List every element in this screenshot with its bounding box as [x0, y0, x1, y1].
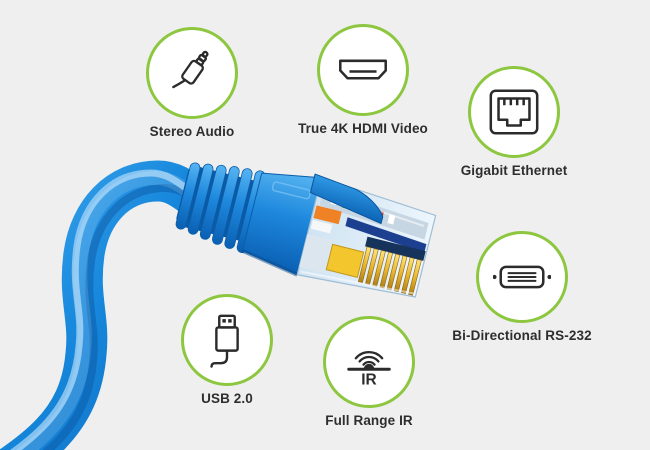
feature-rs232: Bi-Directional RS-232	[422, 231, 622, 343]
feature-hdmi-video: True 4K HDMI Video	[263, 24, 463, 136]
feature-usb: USB 2.0	[127, 294, 327, 406]
connector-latch-hood	[309, 173, 384, 225]
cable-curve	[0, 160, 215, 450]
usb-plug-icon	[210, 314, 239, 368]
feature-label-stereo-audio: Stereo Audio	[149, 124, 235, 139]
ethernet-port-icon	[489, 89, 539, 135]
hdmi-port-icon	[339, 59, 387, 80]
feature-full-range-ir: IR Full Range IR	[269, 316, 469, 428]
connector-boot	[175, 162, 322, 277]
audio-jack-icon	[172, 50, 209, 89]
feature-label-usb: USB 2.0	[201, 391, 253, 406]
feature-stereo-audio: Stereo Audio	[92, 27, 292, 139]
feature-circle-gigabit-ethernet	[468, 66, 560, 158]
rj45-connector-head	[296, 173, 437, 298]
feature-label-rs232: Bi-Directional RS-232	[452, 328, 592, 343]
ir-signal-icon: IR	[347, 351, 391, 389]
feature-circle-stereo-audio	[146, 27, 238, 119]
feature-circle-hdmi-video	[317, 24, 409, 116]
feature-circle-usb	[181, 294, 273, 386]
feature-circle-rs232	[476, 231, 568, 323]
feature-circle-full-range-ir: IR	[323, 316, 415, 408]
rs232-port-icon	[493, 265, 551, 289]
feature-gigabit-ethernet: Gigabit Ethernet	[414, 66, 614, 178]
feature-label-full-range-ir: Full Range IR	[325, 413, 413, 428]
ir-icon-text: IR	[361, 372, 376, 389]
feature-label-hdmi-video: True 4K HDMI Video	[298, 121, 428, 136]
feature-label-gigabit-ethernet: Gigabit Ethernet	[460, 163, 568, 178]
